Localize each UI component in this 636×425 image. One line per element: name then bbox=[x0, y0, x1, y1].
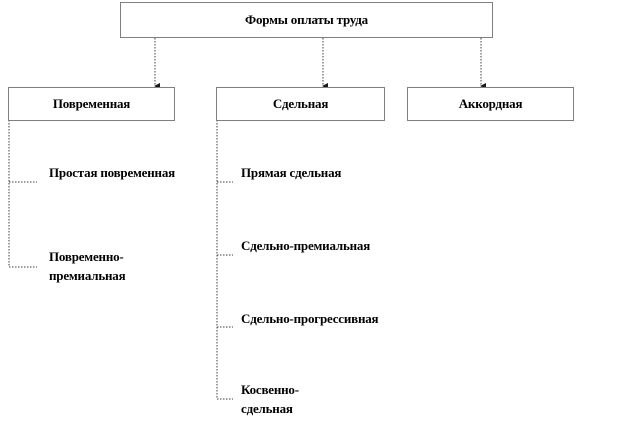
subtype-sdelno-progressivnaya: Сдельно-прогрессивная bbox=[241, 311, 379, 326]
root-node-box: Формы оплаты труда bbox=[120, 2, 493, 38]
subtype-prostaya-povremennaya: Простая повременная bbox=[49, 165, 175, 180]
category-box-povremennaya: Повременная bbox=[8, 87, 175, 121]
category-box-sdelnaya: Сдельная bbox=[216, 87, 385, 121]
subtype-pryamaya-sdelnaya: Прямая сдельная bbox=[241, 165, 342, 180]
subtype-sdelno-premialnaya: Сдельно-премиальная bbox=[241, 238, 371, 253]
subtype-povremenno-premialnaya: Повременно- премиальная bbox=[49, 249, 126, 283]
category-label-sdelnaya: Сдельная bbox=[272, 96, 329, 111]
category-label-povremennaya: Повременная bbox=[52, 96, 131, 111]
category-label-akkordnaya: Аккордная bbox=[458, 96, 523, 111]
category-box-akkordnaya: Аккордная bbox=[407, 87, 574, 121]
subtype-kosvenno-sdelnaya: Косвенно- сдельная bbox=[241, 382, 299, 416]
root-node-label: Формы оплаты труда bbox=[245, 12, 368, 27]
